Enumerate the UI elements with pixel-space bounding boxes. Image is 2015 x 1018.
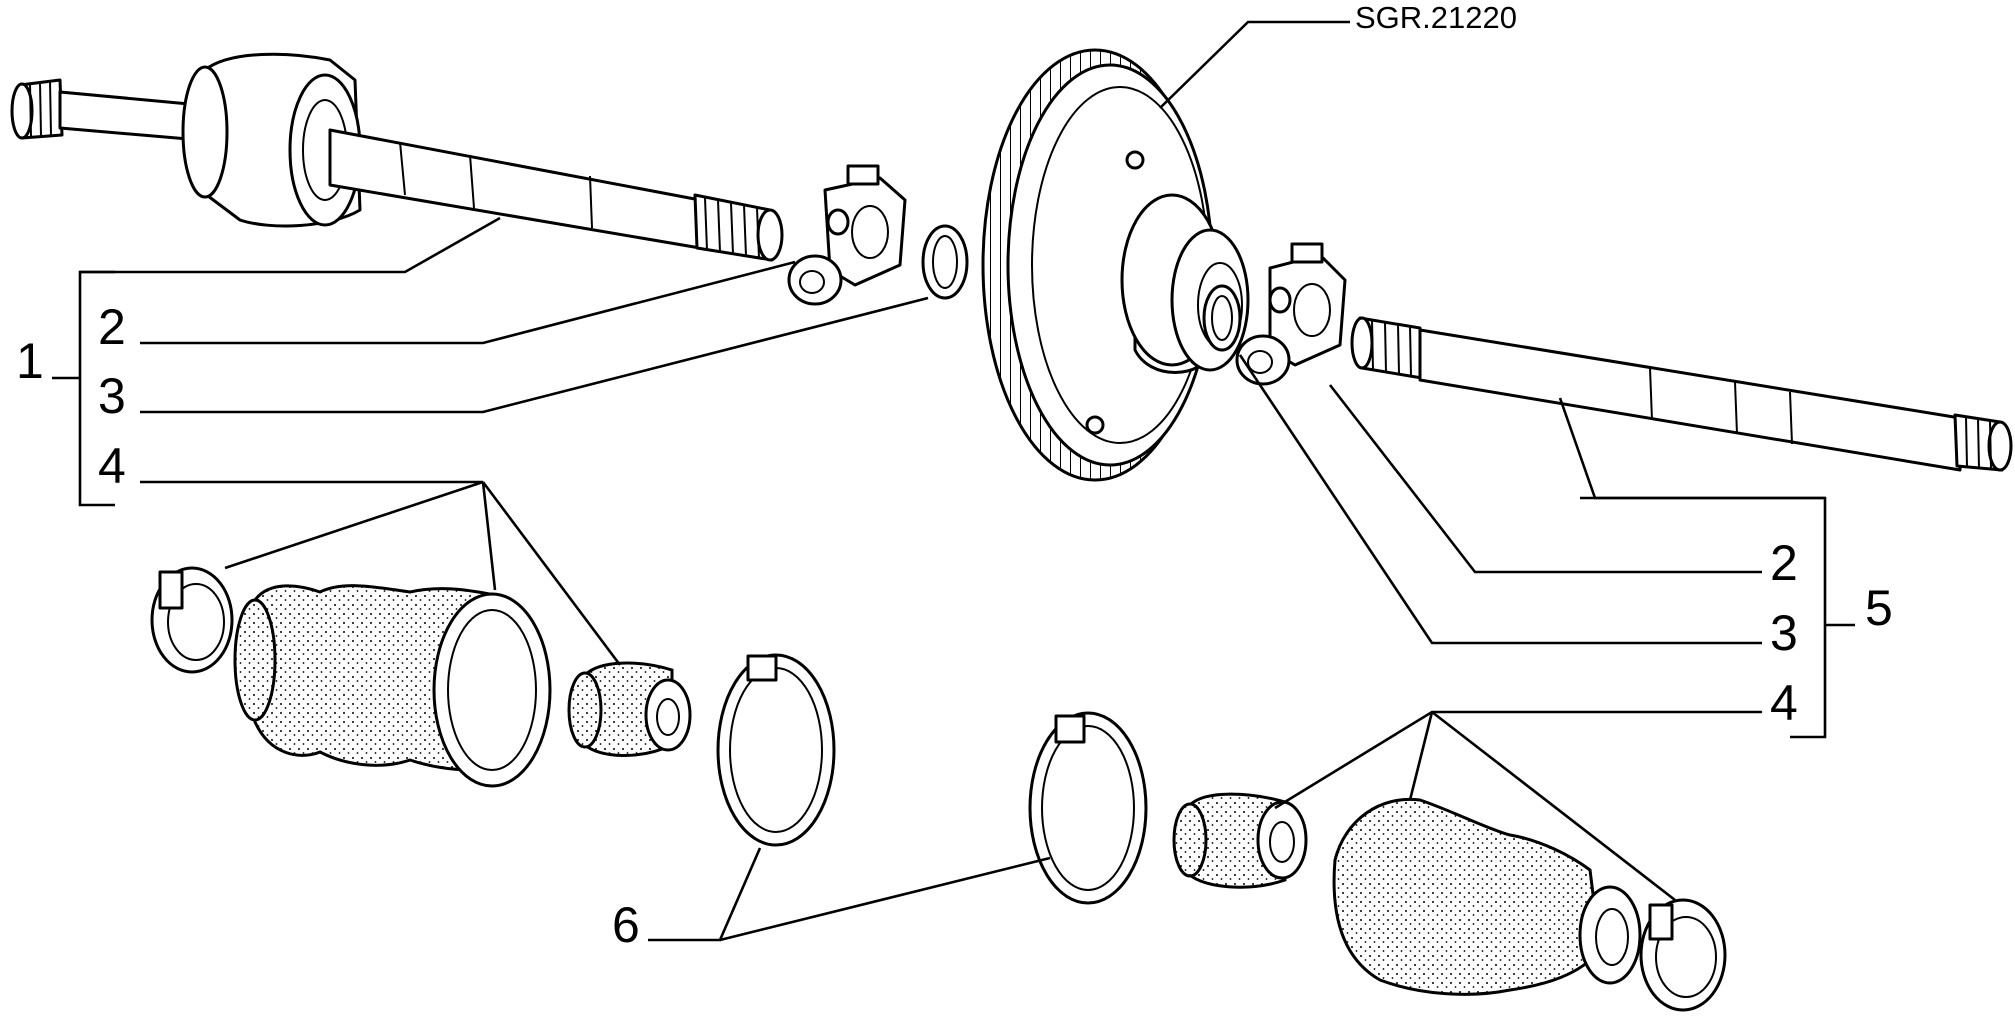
right-boot — [1332, 797, 1642, 996]
callout-3-right: 3 — [1770, 605, 1798, 661]
callout-2-right: 2 — [1770, 535, 1798, 591]
right-tripod-joint — [1235, 242, 1347, 386]
callout-6: 6 — [612, 897, 640, 953]
left-inner-boot — [567, 661, 692, 757]
callout-5: 5 — [1865, 580, 1893, 636]
callout-3-left: 3 — [98, 368, 126, 424]
leader-lines — [52, 20, 1855, 942]
differential-ring-gear — [981, 48, 1250, 482]
right-inner-boot — [1172, 792, 1308, 889]
right-large-clamp — [1028, 711, 1148, 905]
callout-1: 1 — [16, 333, 44, 389]
right-circlip — [1202, 284, 1242, 352]
callout-2-left: 2 — [98, 299, 126, 355]
left-circlip — [921, 224, 969, 300]
left-driveshaft — [10, 52, 784, 262]
drawing-code: SGR.21220 — [1355, 0, 1517, 35]
callout-4-left: 4 — [98, 438, 126, 494]
left-boot — [233, 584, 552, 788]
right-boot-small-clamp — [1639, 898, 1727, 1012]
left-tripod-joint — [787, 164, 907, 306]
left-large-clamp — [716, 653, 836, 847]
right-driveshaft — [1350, 316, 2013, 472]
left-boot-small-clamp — [150, 566, 234, 674]
callout-4-right: 4 — [1770, 675, 1798, 731]
